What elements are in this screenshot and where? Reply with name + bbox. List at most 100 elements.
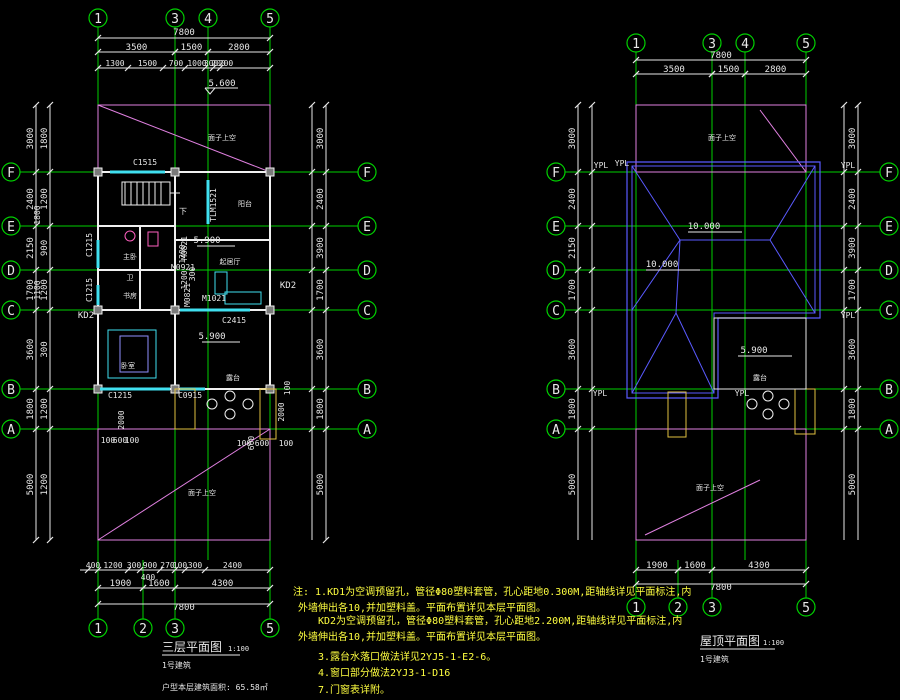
planter (259, 388, 277, 440)
dimension-tick (322, 101, 330, 109)
dimension-text: 300 (188, 561, 203, 570)
axis-bubble-bottom-circle (260, 618, 280, 638)
axis-bubble-left-circle (1, 300, 21, 320)
dimension-text: 3000 (316, 128, 326, 150)
dimension-text: 100 (283, 381, 292, 396)
column (93, 167, 103, 177)
dimension-text: 1800 (848, 398, 858, 420)
axis-bubble-top: 1 (94, 12, 102, 27)
axis-bubble-left: D (7, 264, 15, 279)
axis-bubble-left-circle (546, 260, 566, 280)
dimension-tick (588, 306, 596, 314)
ypl-label: YPL (615, 159, 630, 168)
axis-bubble-bottom-circle (133, 618, 153, 638)
dimension-tick (588, 425, 596, 433)
dimension-tick (840, 425, 848, 433)
axis-bubble-right-circle (357, 419, 377, 439)
dimension-tick (840, 266, 848, 274)
axis-bubble-left: A (552, 423, 560, 438)
dimension-text: 3000 (568, 128, 578, 150)
axis-bubble-top: 3 (708, 37, 716, 52)
axis-bubble-left: F (552, 166, 560, 181)
toilet (124, 230, 136, 242)
plan-title: 屋顶平面图 (700, 634, 760, 648)
outdoor-chair (224, 390, 236, 402)
axis-bubble-right-circle (879, 300, 899, 320)
axis-bubble-top-circle (735, 33, 755, 53)
room-label: 面子上空 (696, 483, 724, 492)
axis-bubble-bottom: 5 (266, 622, 274, 637)
plan-scale: 1:100 (763, 639, 784, 647)
axis-bubble-left: D (552, 264, 560, 279)
axis-bubble-bottom-circle (702, 597, 722, 617)
window-label: C1215 (108, 391, 132, 400)
dimension-tick (181, 64, 189, 72)
dimension-tick (840, 385, 848, 393)
dimension-text: 1200 (40, 279, 50, 301)
axis-bubble-top: 3 (171, 12, 179, 27)
window-label: M0821 (180, 236, 189, 260)
opening-label: KD2 (78, 311, 94, 321)
level-text: 10.000 (688, 222, 721, 232)
axis-bubble-right: C (885, 304, 893, 319)
dimension-text: 1200 (40, 188, 50, 210)
room-label: 书房 (123, 291, 137, 300)
dimension-text: 3900 (848, 237, 858, 259)
dimension-tick (94, 48, 102, 56)
dimension-text: 3000 (26, 128, 36, 150)
dimension-tick (854, 425, 862, 433)
axis-bubble-left-circle (1, 379, 21, 399)
axis-bubble-right-circle (879, 162, 899, 182)
window-label: C0915 (178, 391, 202, 400)
dimension-text: 1500 (181, 43, 203, 53)
outdoor-chair (762, 390, 774, 402)
axis-bubble-right-circle (879, 216, 899, 236)
dimension-tick (588, 101, 596, 109)
axis-bubble-left-circle (1, 162, 21, 182)
axis-bubble-right: A (363, 423, 371, 438)
dimension-text: 200 (219, 59, 234, 68)
dimension-text: 1200 (40, 474, 50, 496)
axis-bubble-right: B (363, 383, 371, 398)
dimension-tick (708, 70, 716, 78)
axis-bubble-right-circle (357, 379, 377, 399)
axis-bubble-bottom-circle (796, 597, 816, 617)
dimension-tick (156, 566, 164, 574)
dimension-text: 2800 (228, 43, 250, 53)
dimension-text: 3900 (316, 237, 326, 259)
bed-cover (119, 335, 149, 373)
dimension-tick (574, 425, 582, 433)
outdoor-chair (224, 408, 236, 420)
window-label: M0821 (183, 283, 192, 307)
axis-bubble-left-circle (1, 216, 21, 236)
dimension-tick (854, 306, 862, 314)
axis-bubble-left: A (7, 423, 15, 438)
dimension-tick (266, 34, 274, 42)
terrace-outline (713, 317, 807, 390)
axis-bubble-bottom: 3 (708, 601, 716, 616)
planter (174, 388, 196, 430)
column (170, 305, 180, 315)
dimension-tick (266, 600, 274, 608)
dimension-tick (574, 101, 582, 109)
axis-bubble-top: 1 (632, 37, 640, 52)
note-line: KD2为空调预留孔，管径Φ80塑料套管，孔心距地2.200M,距轴线详见平面标注… (318, 614, 682, 627)
axis-bubble-left: C (552, 304, 560, 319)
dimension-text: 1700 (26, 279, 36, 301)
axis-bubble-right: E (363, 220, 371, 235)
axis-bubble-bottom-circle (165, 618, 185, 638)
dimension-text: 1800 (316, 398, 326, 420)
dimension-tick (46, 306, 54, 314)
overhang-diagonal (644, 479, 761, 536)
dimension-tick (588, 385, 596, 393)
axis-bubble-left: B (552, 383, 560, 398)
dimension-text: 4300 (212, 579, 234, 589)
axis-bubble-left-circle (546, 216, 566, 236)
dimension-text: 1800 (40, 128, 50, 150)
dimension-text: 2150 (26, 237, 36, 259)
dimension-text: 100 (279, 439, 294, 448)
dimension-text: 1500 (718, 65, 740, 75)
dimension-tick (201, 64, 209, 72)
room-label: 起居厅 (220, 258, 241, 266)
